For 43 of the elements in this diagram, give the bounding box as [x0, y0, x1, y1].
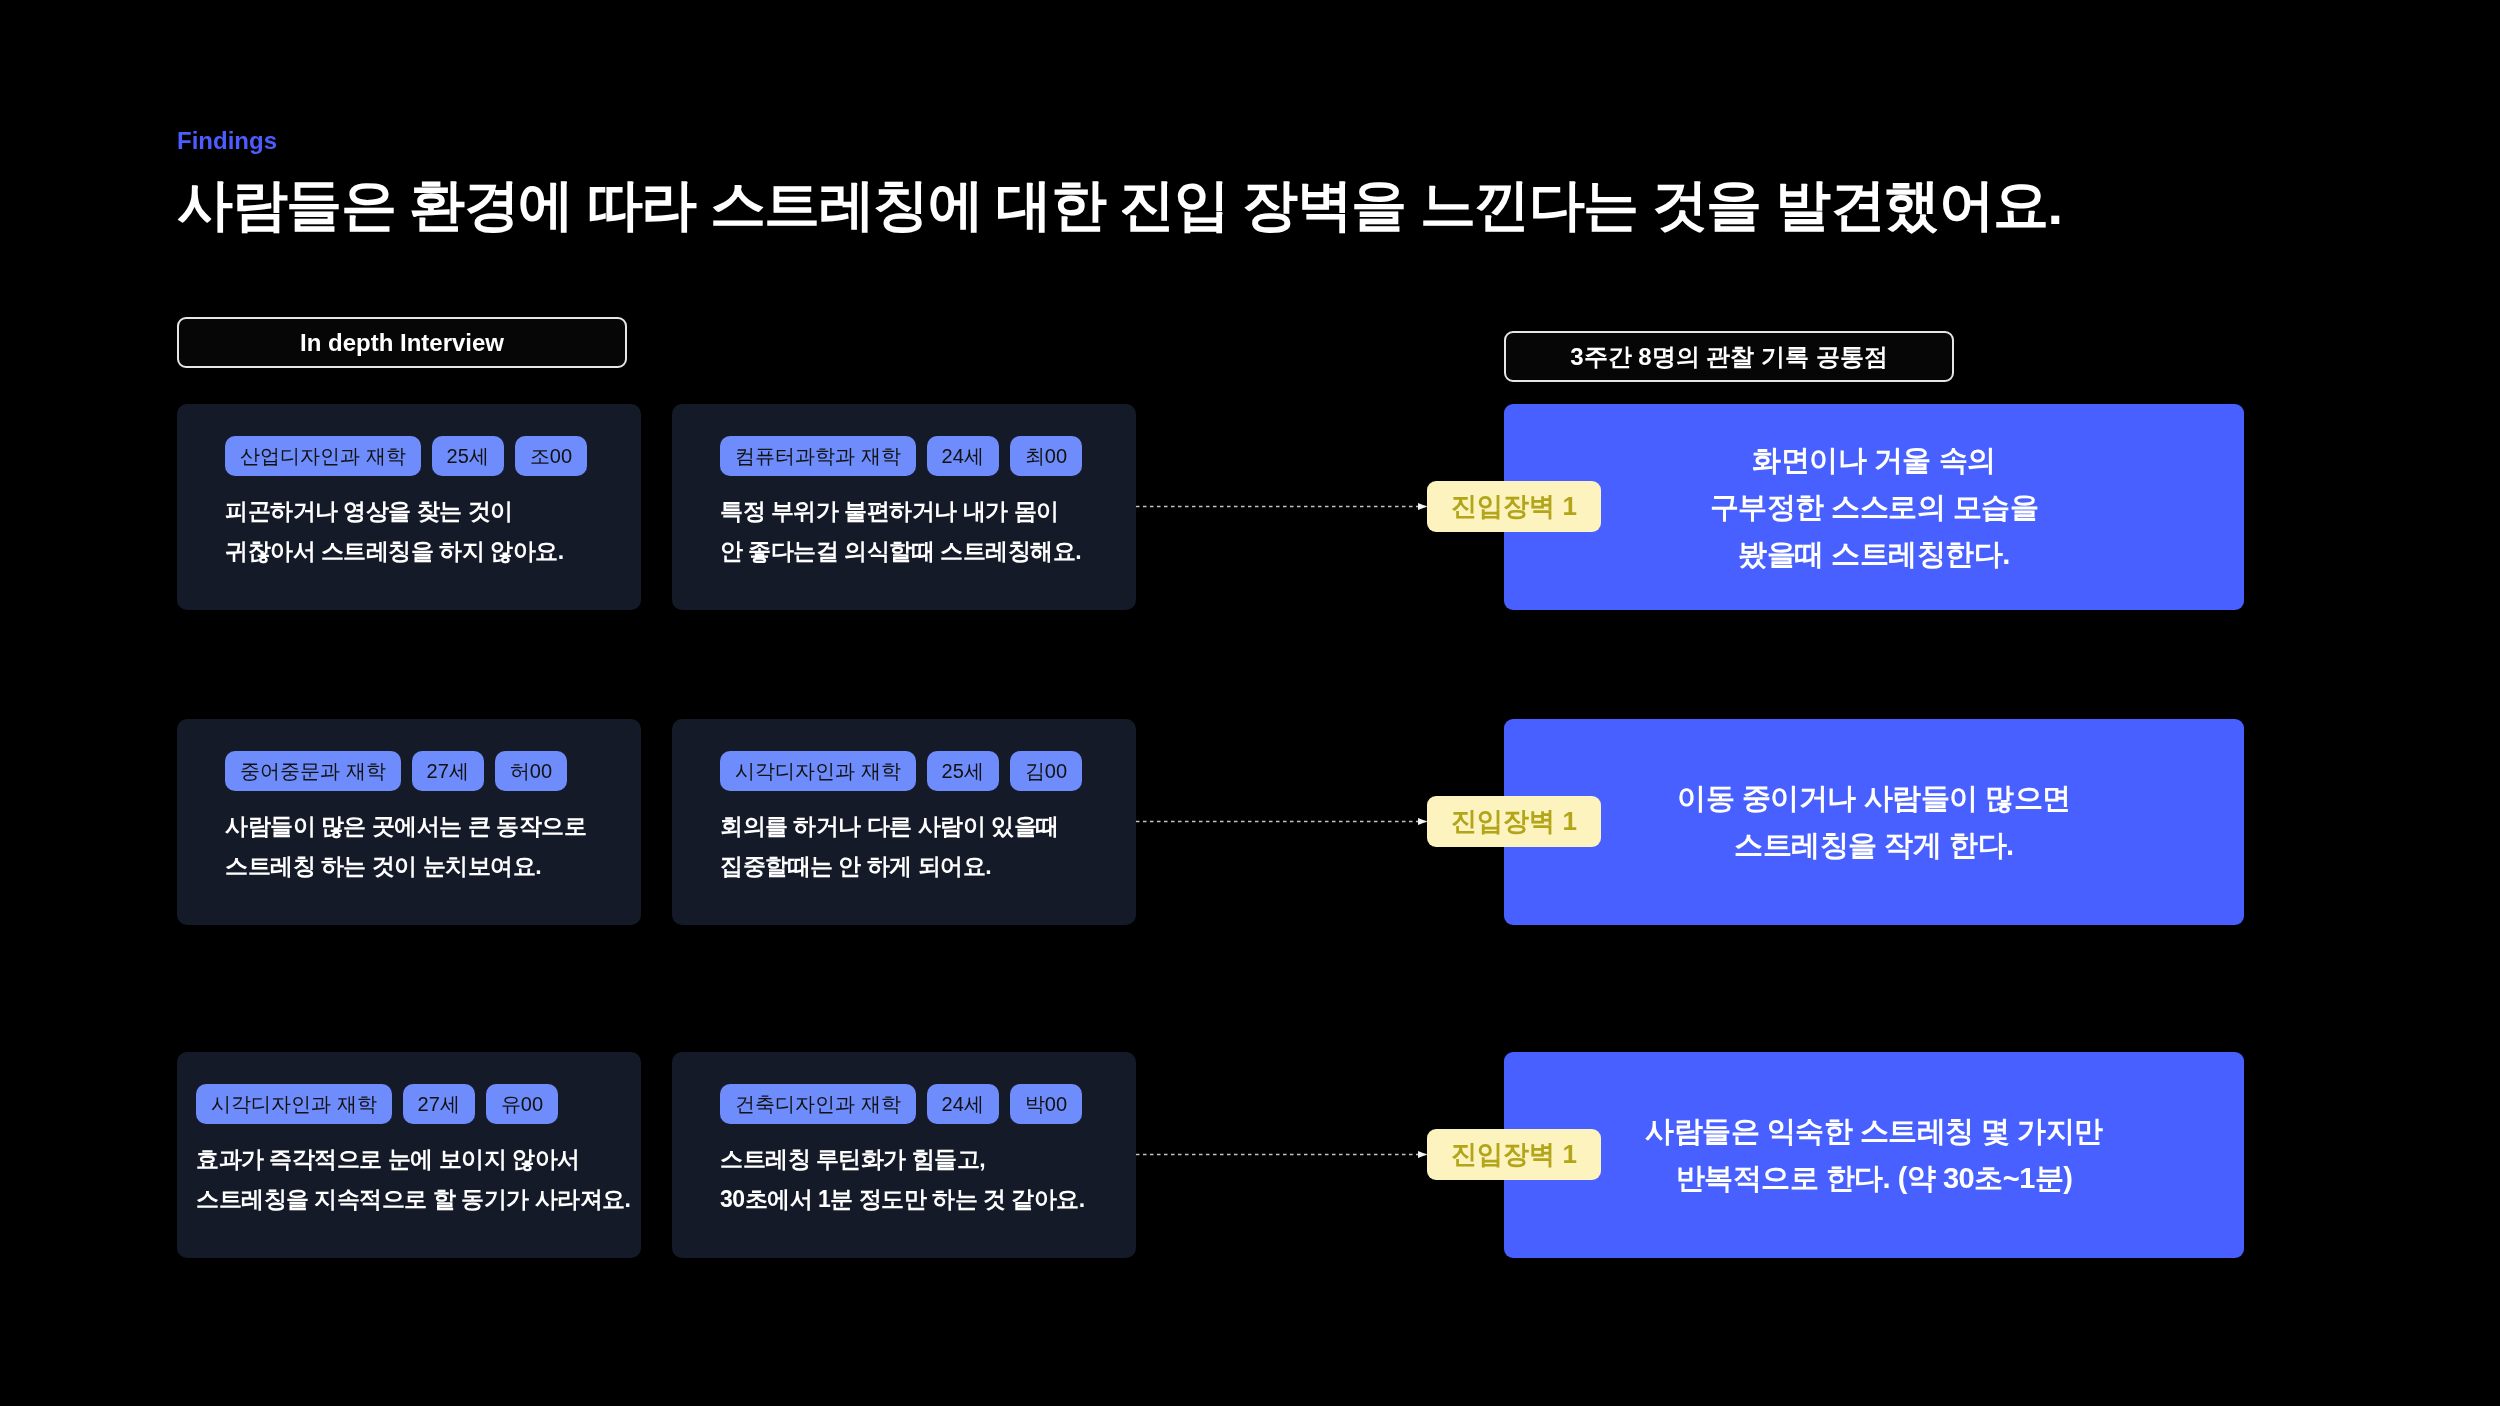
interview-card: [672, 404, 1136, 610]
quote-text: 사람들이 많은 곳에서는 큰 동작으로 스트레칭 하는 것이 눈치보여요.: [225, 812, 587, 881]
interview-card: [672, 719, 1136, 925]
quote-text: 특정 부위가 불편하거나 내가 몸이 안 좋다는걸 의식할때 스트레칭해요.: [720, 497, 1082, 566]
profile-tag: 조00: [514, 436, 588, 476]
dotted-arrow: [1135, 817, 1428, 826]
profile-tag: 24세: [926, 436, 999, 476]
interview-card: [672, 1052, 1136, 1258]
profile-tag: 컴퓨터과학과 재학: [720, 436, 916, 476]
dotted-arrow: [1135, 1150, 1428, 1159]
finding-text: 사람들은 익숙한 스트레칭 몇 가지만 반복적으로 한다. (약 30초~1분): [1645, 1114, 2103, 1196]
profile-tag: 시각디자인과 재학: [196, 1084, 392, 1124]
quote-text: 회의를 하거나 다른 사람이 있을때 집중할때는 안 하게 되어요.: [720, 812, 1059, 881]
section-label: Findings: [177, 126, 277, 156]
finding-text: 화면이나 거울 속의 구부정한 스스로의 모습을 봤을때 스트레칭한다.: [1709, 442, 2039, 572]
section-header: 3주간 8명의 관찰 기록 공통점: [1504, 331, 1954, 382]
quote-text: 효과가 즉각적으로 눈에 보이지 않아서 스트레칭을 지속적으로 할 동기가 사라져요.: [196, 1145, 631, 1214]
quote-text: 피곤하거나 영상을 찾는 것이 귀찮아서 스트레칭을 하지 않아요.: [225, 497, 564, 566]
profile-tag: 중어중문과 재학: [225, 751, 401, 791]
barrier-tag: 진입장벽 1: [1427, 481, 1601, 532]
page-title: 사람들은 환경에 따라 스트레칭에 대한 진입 장벽을 느낀다는 것을 발견했어요.: [177, 172, 2062, 238]
profile-tag: 25세: [926, 751, 999, 791]
profile-tag: 박00: [1009, 1084, 1083, 1124]
quote-text: 스트레칭 루틴화가 힘들고, 30초에서 1분 정도만 하는 것 같아요.: [720, 1145, 1085, 1214]
barrier-tag: 진입장벽 1: [1427, 1129, 1601, 1180]
finding-text: 이동 중이거나 사람들이 많으면 스트레칭을 작게 한다.: [1677, 781, 2071, 863]
profile-tag: 시각디자인과 재학: [720, 751, 916, 791]
barrier-tag: 진입장벽 1: [1427, 796, 1601, 847]
profile-tag: 허00: [494, 751, 568, 791]
profile-tag: 김00: [1009, 751, 1083, 791]
profile-tag: 산업디자인과 재학: [225, 436, 421, 476]
interview-card: [177, 1052, 641, 1258]
profile-tag: 유00: [485, 1084, 559, 1124]
profile-tag: 25세: [431, 436, 504, 476]
interview-card: [177, 719, 641, 925]
profile-tag: 24세: [926, 1084, 999, 1124]
profile-tag: 27세: [402, 1084, 475, 1124]
profile-tag: 최00: [1009, 436, 1083, 476]
profile-tag: 27세: [411, 751, 484, 791]
dotted-arrow: [1135, 502, 1428, 511]
profile-tag: 건축디자인과 재학: [720, 1084, 916, 1124]
section-header: In depth Interview: [177, 317, 627, 368]
interview-card: [177, 404, 641, 610]
